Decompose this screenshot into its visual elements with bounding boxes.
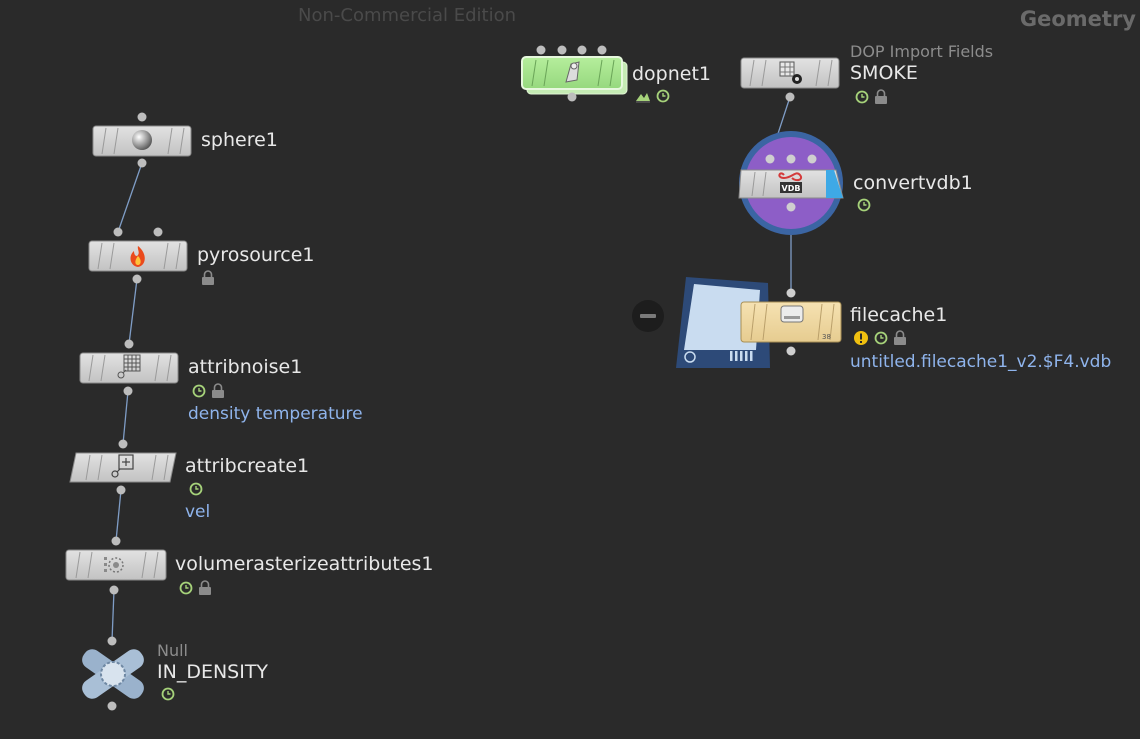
flame-icon (130, 246, 145, 267)
simulation-icon[interactable] (635, 89, 651, 103)
node-sphere1[interactable] (92, 112, 192, 168)
wire-pyrosource-to-attribnoise[interactable] (128, 278, 138, 345)
wire-attribcreate-to-volumerasterize[interactable] (115, 489, 122, 542)
filecache-param-text: untitled.filecache1_v2.$F4.vdb (850, 352, 1112, 372)
node-volumerasterizeattributes1[interactable] (65, 536, 167, 595)
attribnoise-flags (192, 383, 225, 399)
clock-icon[interactable] (179, 581, 193, 595)
node-label-dopnet1[interactable]: dopnet1 (632, 63, 712, 85)
node-label-convertvdb1[interactable]: convertvdb1 (853, 172, 973, 194)
clock-icon[interactable] (189, 482, 203, 496)
sphere-icon (132, 130, 152, 150)
attribnoise-param-text: density temperature (188, 404, 363, 424)
node-label-smoke[interactable]: SMOKE (850, 62, 918, 84)
smoke-type-label: DOP Import Fields (850, 42, 994, 61)
network-context-label: Geometry (1019, 7, 1136, 31)
noise-grid-icon (117, 354, 141, 379)
clock-icon[interactable] (161, 687, 175, 701)
svg-text:VDB: VDB (782, 184, 801, 193)
smoke-flags (855, 89, 888, 105)
frame-count-badge: 38 (822, 333, 831, 341)
watermark-text: Non-Commercial Edition (298, 5, 517, 26)
node-label-in-density[interactable]: IN_DENSITY (157, 661, 269, 683)
clock-icon[interactable] (192, 384, 206, 398)
clock-icon[interactable] (874, 331, 888, 345)
dop-network-icon (565, 61, 580, 83)
node-convertvdb1[interactable]: VDB (738, 131, 844, 235)
pyrosource-flags (201, 270, 215, 286)
attribcreate-flags (189, 482, 203, 496)
clock-icon[interactable] (857, 198, 871, 212)
lock-icon[interactable] (874, 89, 888, 105)
node-dopnet1[interactable] (521, 45, 628, 102)
clock-icon[interactable] (855, 90, 869, 104)
node-smoke[interactable] (740, 57, 840, 102)
warning-icon[interactable] (853, 330, 869, 346)
null-cross-icon (82, 649, 144, 699)
node-label-attribnoise1[interactable]: attribnoise1 (188, 356, 303, 378)
wire-volumerasterize-to-null[interactable] (111, 589, 115, 642)
lock-icon[interactable] (201, 270, 215, 286)
node-attribcreate1[interactable] (69, 439, 177, 495)
dopnet-flags (635, 89, 670, 103)
lock-icon[interactable] (893, 330, 907, 346)
node-label-pyrosource1[interactable]: pyrosource1 (197, 244, 315, 266)
node-filecache1[interactable]: 38 (632, 277, 842, 368)
clock-icon[interactable] (656, 89, 670, 103)
null-type-label: Null (157, 641, 188, 660)
filecache-flags (853, 330, 907, 346)
volume-rasterize-icon (104, 557, 124, 573)
node-label-attribcreate1[interactable]: attribcreate1 (185, 455, 310, 477)
dop-import-icon (779, 61, 802, 84)
lock-icon[interactable] (211, 383, 225, 399)
attribcreate-param-text: vel (185, 502, 211, 522)
node-label-filecache1[interactable]: filecache1 (850, 304, 948, 326)
volumerasterize-flags (179, 580, 212, 596)
node-label-sphere1[interactable]: sphere1 (201, 129, 278, 151)
node-attribnoise1[interactable] (79, 339, 179, 396)
null-flags (161, 687, 175, 701)
disk-icon (780, 305, 804, 323)
lock-icon[interactable] (198, 580, 212, 596)
node-in-density-null[interactable] (79, 636, 148, 711)
attribute-plus-icon (111, 454, 134, 478)
wire-attribnoise-to-attribcreate[interactable] (122, 390, 129, 445)
node-pyrosource1[interactable] (88, 227, 188, 284)
node-label-volumerasterizeattributes1[interactable]: volumerasterizeattributes1 (175, 553, 434, 575)
convertvdb-flags (857, 198, 871, 212)
wire-sphere-to-pyrosource[interactable] (117, 162, 143, 233)
vdb-icon: VDB (778, 172, 802, 193)
